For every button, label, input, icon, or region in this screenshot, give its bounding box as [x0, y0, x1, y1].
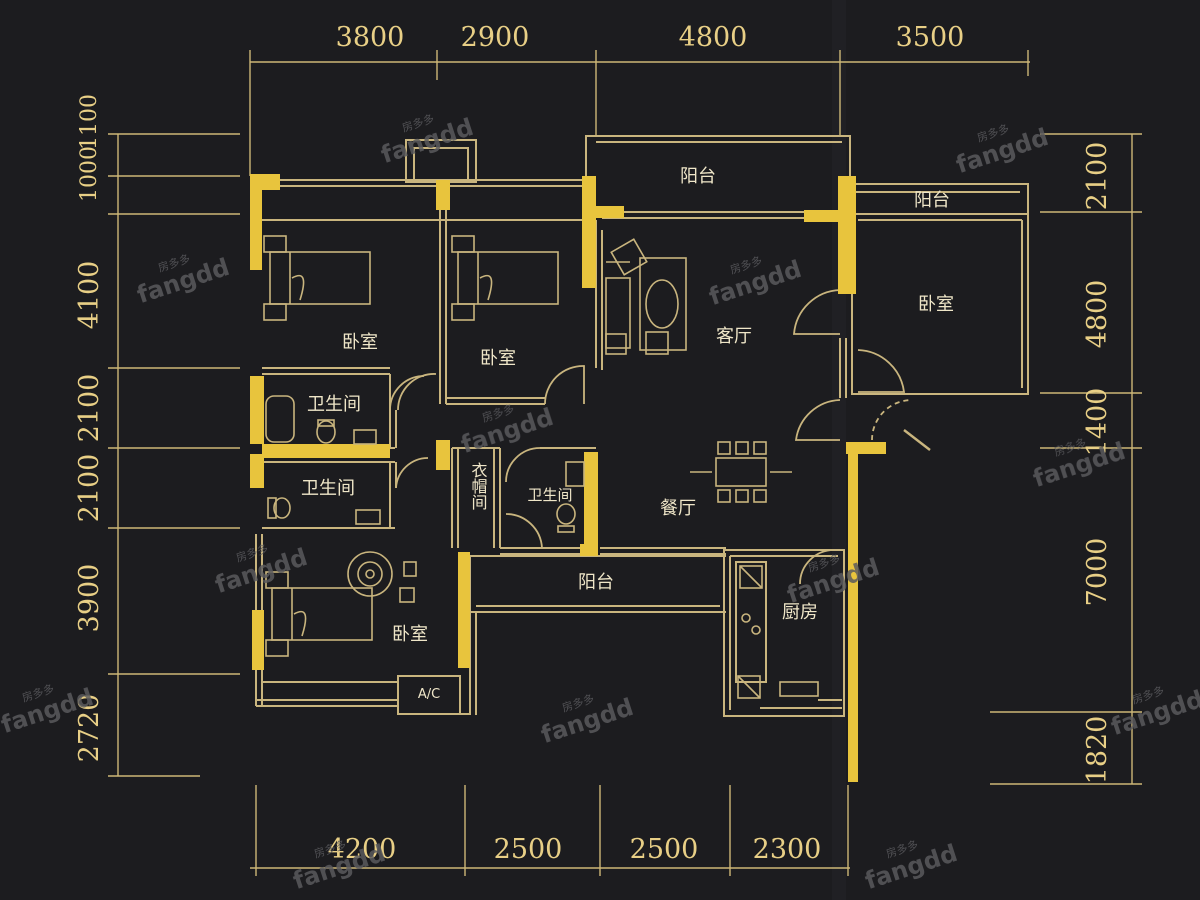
dim-bottom-1: 4200 [328, 834, 397, 865]
label-dining-room: 餐厅 [660, 498, 696, 519]
dim-top-3: 4800 [679, 22, 748, 53]
dimension-lines [108, 50, 1142, 876]
dim-top-4: 3500 [896, 22, 965, 53]
label-living-room: 客厅 [716, 326, 752, 347]
label-bedroom-n: 卧室 [480, 348, 516, 369]
dim-left-5: 2100 [74, 454, 105, 523]
dim-left-7: 2720 [74, 694, 105, 763]
label-bath-1: 卫生间 [307, 394, 361, 415]
dim-left-6: 3900 [74, 564, 105, 633]
label-ac: A/C [418, 687, 440, 702]
dim-left-1: 1000 [77, 146, 102, 202]
dim-right-4: 7000 [1082, 538, 1113, 607]
label-kitchen: 厨房 [782, 602, 818, 623]
dim-left-3: 4100 [74, 261, 105, 330]
bathtub-icon [265, 395, 377, 445]
round-table-icon [347, 551, 417, 603]
dim-top-1: 3800 [336, 22, 405, 53]
dim-left-4: 2100 [74, 374, 105, 443]
thin-walls [255, 135, 1029, 717]
toilet-2-icon [267, 497, 381, 525]
dim-right-2: 4800 [1082, 280, 1113, 349]
dining-table-icon [690, 441, 792, 503]
label-closet: 衣帽间 [469, 462, 488, 511]
dim-top-2: 2900 [461, 22, 530, 53]
kitchen-fittings-icon [737, 565, 819, 699]
label-bedroom-e: 卧室 [918, 294, 954, 315]
furniture [263, 235, 819, 699]
dim-right-1: 2100 [1082, 142, 1113, 211]
sofa-set-icon [605, 238, 687, 355]
toilet-3-icon [556, 461, 585, 533]
dim-bottom-4: 2300 [753, 834, 822, 865]
label-bedroom-nw: 卧室 [342, 332, 378, 353]
label-balcony-n: 阳台 [680, 166, 716, 187]
dim-right-3: 1400 [1082, 388, 1113, 457]
thick-walls [250, 174, 886, 782]
label-bath-2: 卫生间 [301, 478, 355, 499]
dim-bottom-3: 2500 [630, 834, 699, 865]
label-balcony-e: 阳台 [914, 190, 950, 211]
bed-nw-icon [263, 235, 371, 321]
door-swings [389, 289, 931, 585]
label-bedroom-sw: 卧室 [392, 624, 428, 645]
bed-n-icon [451, 235, 559, 321]
label-bath-3: 卫生间 [527, 486, 572, 504]
room-labels: 阳台 阳台 卧室 卧室 客厅 卧室 卫生间 卫生间 卫生间 衣帽间 餐厅 阳台 … [301, 166, 954, 702]
bed-sw-icon [265, 571, 373, 657]
dim-right-5: 1820 [1082, 716, 1113, 785]
label-balcony-s: 阳台 [578, 572, 614, 593]
dim-left-2: 1100 [77, 94, 102, 150]
dim-bottom-2: 2500 [494, 834, 563, 865]
